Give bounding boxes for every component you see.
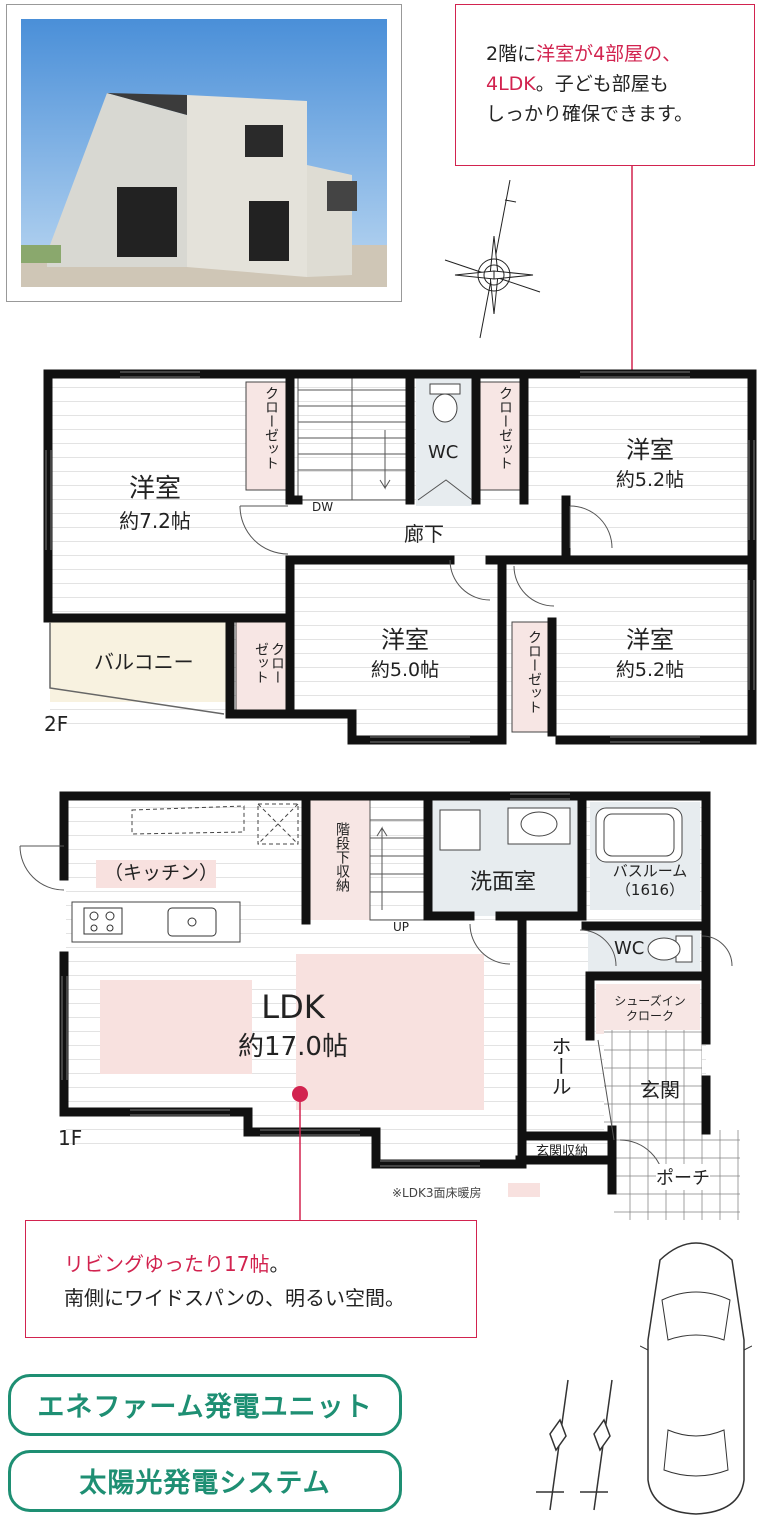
closet-label-3: クローゼット — [526, 630, 542, 714]
house-photo — [6, 4, 402, 302]
floor-heating-note: ※LDK3面床暖房 — [392, 1186, 482, 1200]
closet-label-2: クローゼット — [497, 386, 513, 470]
callout-bottom-pointer — [292, 1086, 308, 1220]
room-name: 洋室 — [626, 626, 674, 654]
kitchen-label: （キッチン） — [104, 862, 219, 884]
wc-label-1f: WC — [614, 938, 645, 959]
ldk-label: LDK 約17.0帖 — [218, 988, 368, 1063]
balcony-label: バルコニー — [94, 650, 194, 674]
house-exterior-illustration — [21, 19, 387, 287]
floor-heating-zone — [296, 954, 484, 1110]
floor-heating-zone — [100, 980, 252, 1074]
closet-label-1: クローゼット — [263, 386, 279, 470]
car-icon — [640, 1242, 752, 1515]
wc-label-2f: WC — [428, 442, 459, 463]
callout-bottom-line1: リビングゆったり17帖。 — [64, 1247, 476, 1281]
porch-label: ポーチ — [656, 1164, 710, 1190]
entrance-label: 玄関 — [640, 1078, 680, 1102]
callout-highlight: 洋室が4部屋の、 — [536, 43, 682, 65]
room-size: 約5.2帖 — [615, 659, 685, 681]
balcony-area — [50, 622, 232, 702]
room-size: 約7.2帖 — [119, 509, 191, 533]
floor-label-2f: 2F — [44, 712, 69, 736]
enefarm-badge: エネファーム発電ユニット — [8, 1374, 402, 1436]
badge-text: 太陽光発電システム — [79, 1468, 331, 1499]
room-se-label: 洋室 約5.2帖 — [590, 620, 710, 682]
compass-icon — [444, 180, 541, 339]
floor-heating-swatch — [508, 1183, 540, 1197]
callout-top: 2階に洋室が4部屋の、 4LDK。子ども部屋も しっかり確保できます。 — [455, 4, 755, 166]
callout-top-line2: 4LDK。子ども部屋も — [486, 69, 754, 99]
badge-text: エネファーム発電ユニット — [37, 1392, 373, 1423]
floor-plan-2f — [43, 369, 757, 745]
room-ne-label: 洋室 約5.2帖 — [590, 430, 710, 492]
room-name: シューズイン — [614, 994, 686, 1008]
callout-top-line3: しっかり確保できます。 — [486, 103, 694, 125]
up-label: UP — [393, 920, 410, 934]
bathroom-label: バスルーム （1616） — [600, 862, 700, 900]
room-name: 洋室 — [626, 436, 674, 464]
callout-top-line1: 2階に洋室が4部屋の、 — [486, 39, 754, 69]
room-name: クローク — [625, 1009, 674, 1023]
room-sc-label: 洋室 約5.0帖 — [345, 620, 465, 682]
callout-highlight: 4LDK — [486, 73, 536, 95]
closet-label-split-b: クロー — [269, 642, 285, 684]
room-size: 約17.0帖 — [238, 1032, 348, 1062]
bicycle-icon — [536, 1379, 613, 1511]
hallway-label: 廊下 — [404, 522, 444, 546]
callout-bottom-line2: 南側にワイドスパンの、明るい空間。 — [64, 1286, 405, 1310]
callout-highlight: リビングゆったり17帖 — [64, 1252, 270, 1276]
entrance-storage-label: 玄関収納 — [536, 1144, 589, 1159]
callout-text: 。 — [269, 1252, 290, 1276]
callout-text: 2階に — [486, 43, 537, 65]
floor-plan-1f — [19, 791, 740, 1220]
closet-label-split-a: ゼット — [253, 642, 269, 684]
room-name: LDK — [261, 988, 325, 1026]
room-size: （1616） — [615, 881, 685, 899]
floor-label-1f: 1F — [58, 1126, 83, 1150]
room-size: 約5.0帖 — [370, 659, 440, 681]
hall-label: ホール — [548, 1036, 572, 1096]
room-size: 約5.2帖 — [615, 469, 685, 491]
shoe-cloak-label: シューズイン クローク — [600, 994, 700, 1024]
callout-top-pointer — [624, 166, 640, 412]
solar-badge: 太陽光発電システム — [8, 1450, 402, 1512]
callout-text: 。子ども部屋も — [535, 73, 669, 95]
room-nw-label: 洋室 約7.2帖 — [100, 468, 210, 534]
washroom-label: 洗面室 — [470, 870, 537, 895]
dw-label: DW — [312, 500, 334, 514]
callout-bottom: リビングゆったり17帖。 南側にワイドスパンの、明るい空間。 — [25, 1220, 477, 1338]
room-name: 洋室 — [381, 626, 429, 654]
room-name: 洋室 — [128, 474, 181, 504]
room-name: バスルーム — [612, 862, 688, 880]
stair-storage-label: 階段下収納 — [334, 822, 350, 892]
